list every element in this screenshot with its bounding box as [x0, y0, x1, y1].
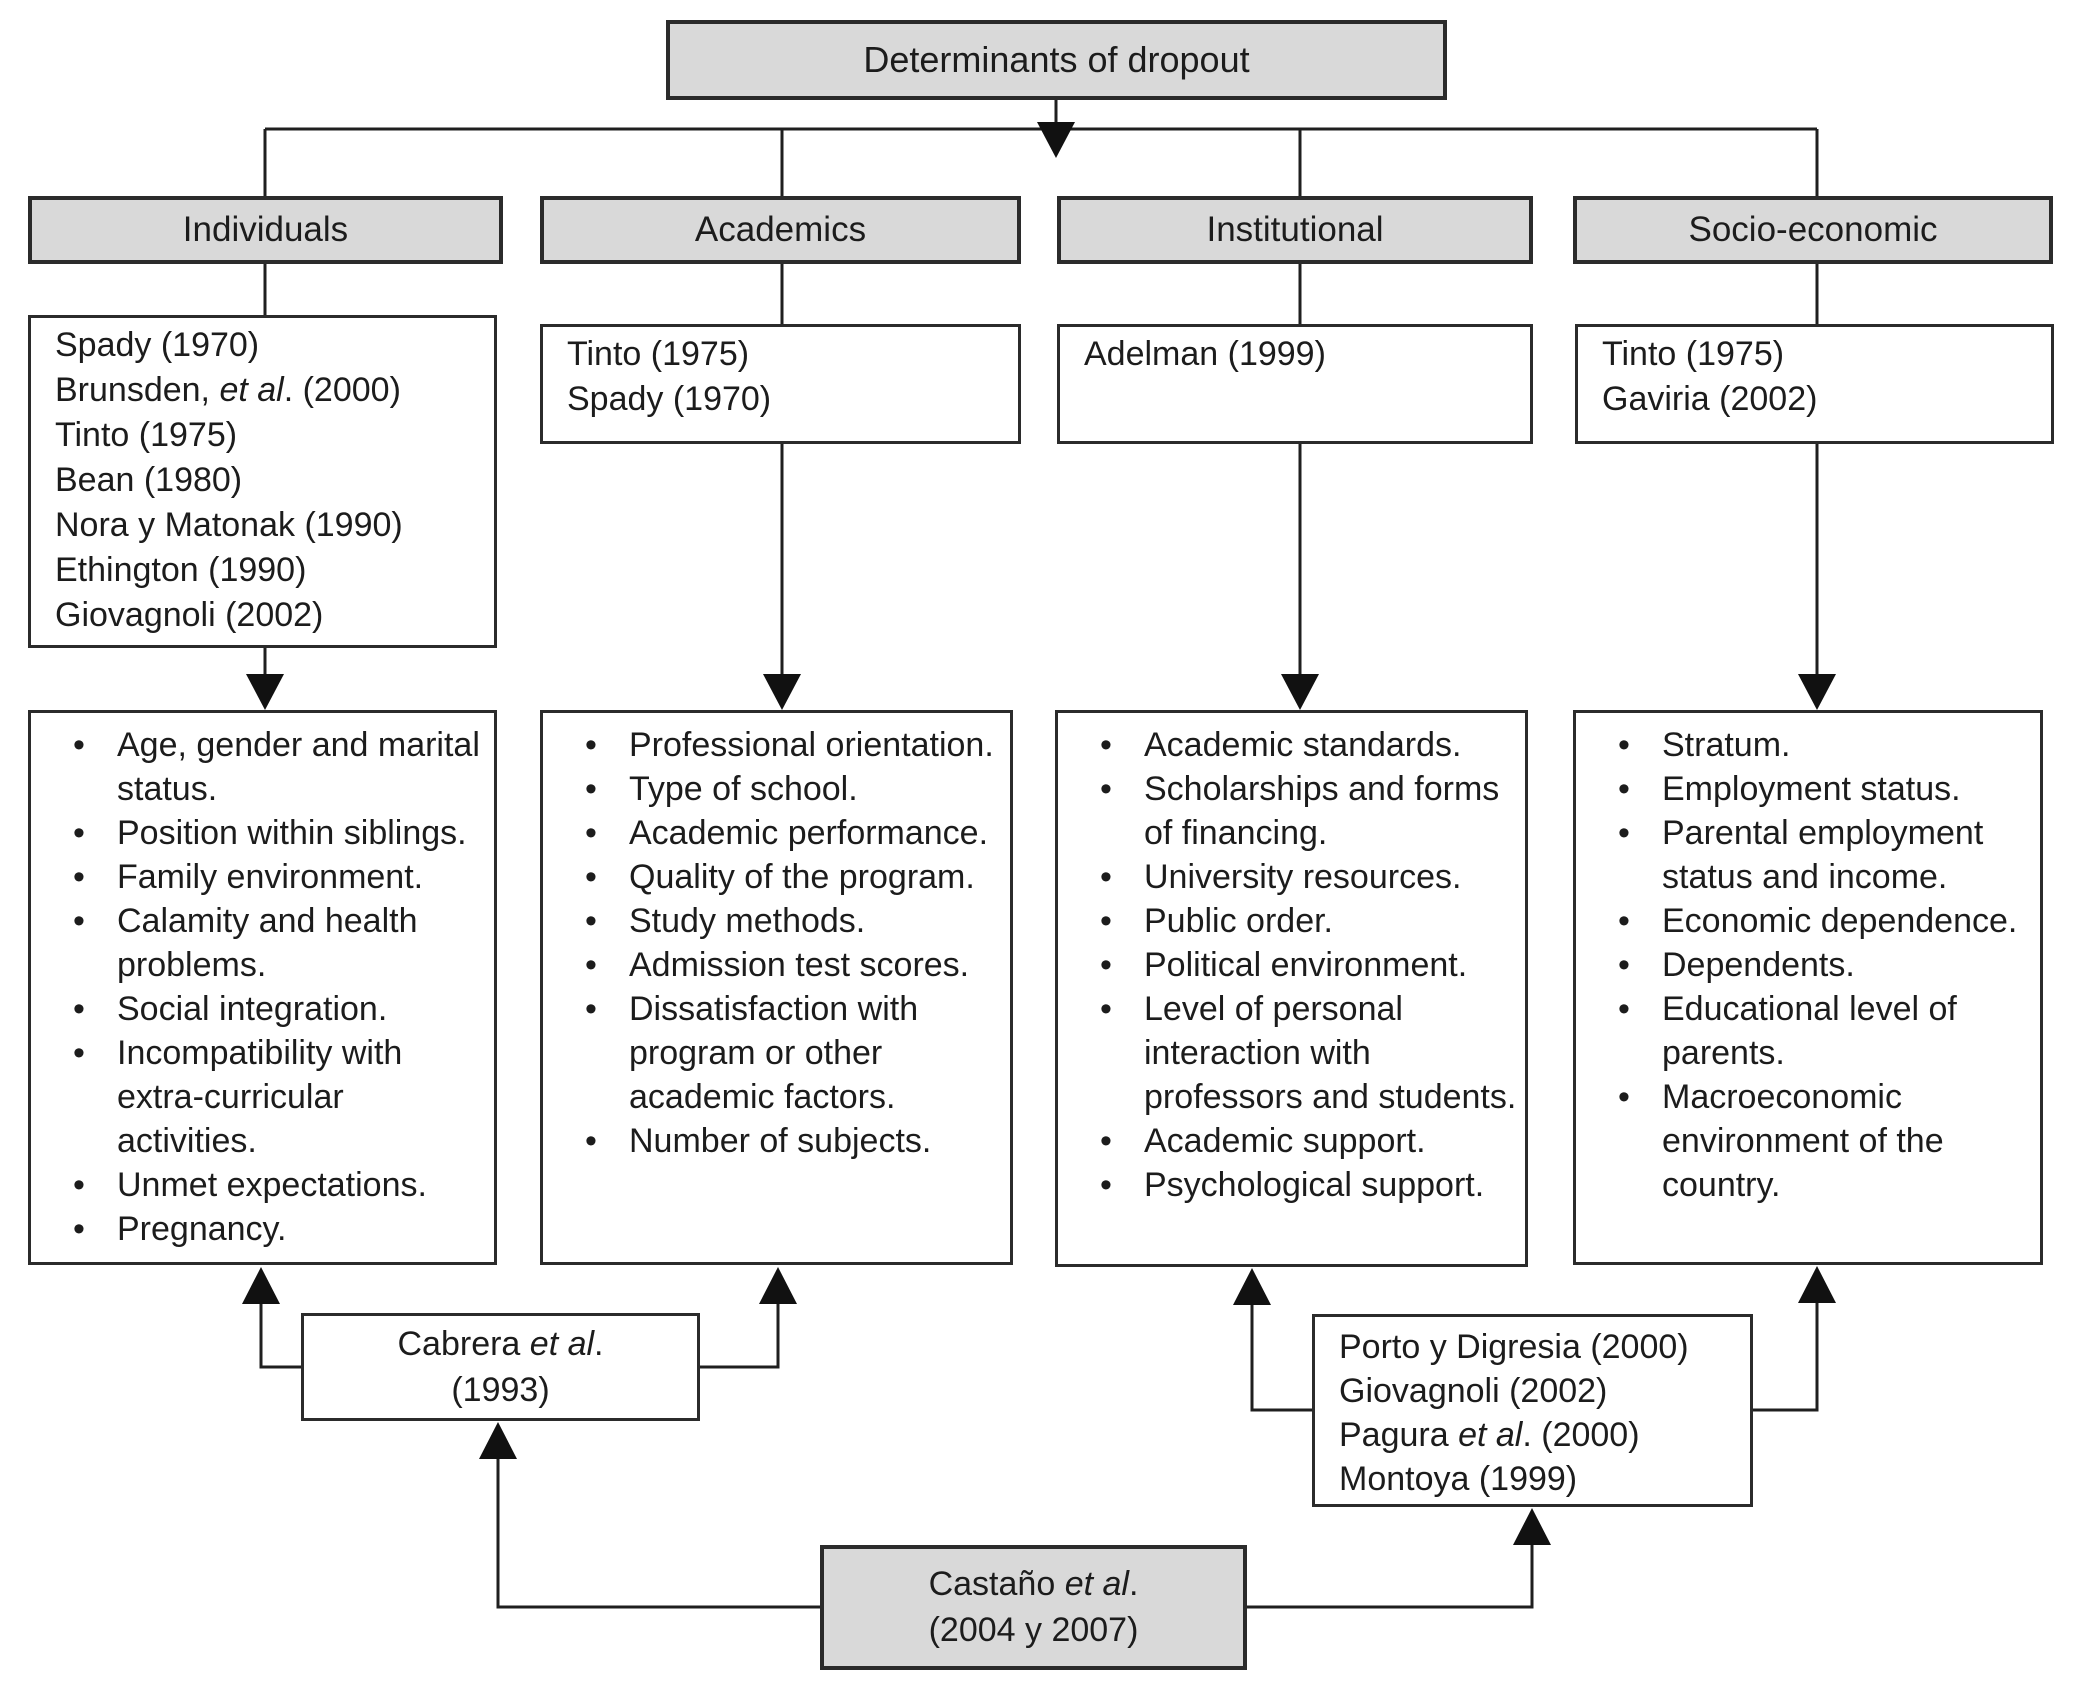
- text-line: Gaviria (2002): [1602, 380, 1818, 418]
- factor-item: Age, gender and marital status.: [61, 723, 486, 811]
- factor-item: Academic support.: [1088, 1119, 1517, 1163]
- connector-elbow: [1247, 1544, 1534, 1609]
- factor-item: Pregnancy.: [61, 1207, 486, 1251]
- arrowhead-up-icon: [479, 1422, 517, 1459]
- factor-list: Stratum.Employment status.Parental emplo…: [1576, 713, 2040, 1207]
- text-line: Cabrera et al.: [397, 1325, 604, 1363]
- text-line: (1993): [451, 1371, 550, 1409]
- header-label: Socio-economic: [1688, 210, 1938, 249]
- header-label: Institutional: [1206, 210, 1384, 249]
- arrowhead-up-icon: [242, 1267, 280, 1304]
- integrator-cabrera: Cabrera et al. (1993): [301, 1313, 700, 1421]
- text-line: Nora y Matonak (1990): [55, 506, 403, 544]
- header-academics: Academics: [540, 196, 1021, 264]
- text-line: Pagura et al. (2000): [1339, 1416, 1640, 1454]
- factor-list: Age, gender and marital status.Position …: [31, 713, 494, 1251]
- factors-institutional: Academic standards.Scholarships and form…: [1055, 710, 1528, 1267]
- arrowhead-down-icon: [763, 674, 801, 710]
- factor-item: Educational level of parents.: [1606, 987, 2032, 1075]
- citations-institutional: Adelman (1999): [1057, 324, 1533, 444]
- citations-individuals: Spady (1970) Brunsden, et al. (2000) Tinto…: [28, 315, 497, 648]
- factor-item: Dissatisfaction with program or other ac…: [573, 987, 1002, 1119]
- factor-item: Calamity and health problems.: [61, 899, 486, 987]
- connector-elbow: [1250, 1304, 1312, 1412]
- text-line: Spady (1970): [567, 380, 772, 418]
- factor-item: Unmet expectations.: [61, 1163, 486, 1207]
- header-label: Individuals: [182, 210, 349, 249]
- text-line: Porto y Digresia (2000): [1339, 1328, 1689, 1366]
- arrowhead-up-icon: [1513, 1508, 1551, 1545]
- factor-item: Academic standards.: [1088, 723, 1517, 767]
- header-label: Academics: [694, 210, 867, 249]
- text-line: Giovagnoli (2002): [55, 596, 324, 634]
- integrator-porto: Porto y Digresia (2000) Giovagnoli (2002)…: [1312, 1314, 1753, 1507]
- factor-item: Employment status.: [1606, 767, 2032, 811]
- connector-elbow: [496, 1458, 820, 1609]
- factor-item: Public order.: [1088, 899, 1517, 943]
- factor-item: Macroeconomic environment of the country…: [1606, 1075, 2032, 1207]
- factor-item: Scholarships and forms of financing.: [1088, 767, 1517, 855]
- text-line: Bean (1980): [55, 461, 243, 499]
- factor-item: Academic performance.: [573, 811, 1002, 855]
- arrowhead-down-icon: [246, 674, 284, 710]
- header-socio-economic: Socio-economic: [1573, 196, 2053, 264]
- factors-academics: Professional orientation.Type of school.…: [540, 710, 1013, 1265]
- integrator-castano: Castaño et al. (2004 y 2007): [820, 1545, 1247, 1670]
- factors-socio-economic: Stratum.Employment status.Parental emplo…: [1573, 710, 2043, 1265]
- factor-item: Psychological support.: [1088, 1163, 1517, 1207]
- text-line: Tinto (1975): [1602, 335, 1785, 373]
- text-line: Giovagnoli (2002): [1339, 1372, 1608, 1410]
- citations-socio-economic: Tinto (1975) Gaviria (2002): [1575, 324, 2054, 444]
- arrowhead-down-icon: [1798, 674, 1836, 710]
- text-line: Montoya (1999): [1339, 1460, 1578, 1498]
- factor-item: Economic dependence.: [1606, 899, 2032, 943]
- factor-item: Parental employment status and income.: [1606, 811, 2032, 899]
- arrowheads: [242, 122, 1836, 1545]
- factor-item: Number of subjects.: [573, 1119, 1002, 1163]
- factor-item: Incompatibility with extra-curricular ac…: [61, 1031, 486, 1163]
- text-line: Tinto (1975): [55, 416, 238, 454]
- header-institutional: Institutional: [1057, 196, 1533, 264]
- arrowhead-up-icon: [759, 1267, 797, 1304]
- root-title: Determinants of dropout: [863, 39, 1250, 80]
- factor-item: Admission test scores.: [573, 943, 1002, 987]
- citations-academics: Tinto (1975) Spady (1970): [540, 324, 1021, 444]
- header-individuals: Individuals: [28, 196, 503, 264]
- factor-item: Type of school.: [573, 767, 1002, 811]
- factor-item: Political environment.: [1088, 943, 1517, 987]
- factor-list: Academic standards.Scholarships and form…: [1058, 713, 1525, 1207]
- factor-item: Level of personal interaction with profe…: [1088, 987, 1517, 1119]
- factor-item: Social integration.: [61, 987, 486, 1031]
- text-line: Ethington (1990): [55, 551, 307, 589]
- factor-item: University resources.: [1088, 855, 1517, 899]
- factor-list: Professional orientation.Type of school.…: [543, 713, 1010, 1163]
- arrowhead-up-icon: [1233, 1268, 1271, 1305]
- factor-item: Family environment.: [61, 855, 486, 899]
- text-line: Castaño et al.: [928, 1565, 1139, 1603]
- connector-lines: [259, 100, 1819, 1609]
- factor-item: Position within siblings.: [61, 811, 486, 855]
- connector-elbow: [1753, 1302, 1819, 1412]
- factor-item: Dependents.: [1606, 943, 2032, 987]
- connector-elbow: [700, 1303, 780, 1369]
- text-line: (2004 y 2007): [928, 1611, 1139, 1649]
- text-line: Adelman (1999): [1084, 335, 1326, 373]
- arrowhead-down-icon: [1281, 674, 1319, 710]
- connector-elbow: [259, 1303, 301, 1369]
- factor-item: Study methods.: [573, 899, 1002, 943]
- text-line: Brunsden, et al. (2000): [55, 371, 401, 409]
- factor-item: Stratum.: [1606, 723, 2032, 767]
- text-line: Tinto (1975): [567, 335, 750, 373]
- arrowhead-down-icon: [1037, 122, 1075, 158]
- factor-item: Professional orientation.: [573, 723, 1002, 767]
- text-line: Spady (1970): [55, 326, 260, 364]
- factors-individuals: Age, gender and marital status.Position …: [28, 710, 497, 1265]
- factor-item: Quality of the program.: [573, 855, 1002, 899]
- root-box: Determinants of dropout: [666, 20, 1447, 100]
- arrowhead-up-icon: [1798, 1266, 1836, 1303]
